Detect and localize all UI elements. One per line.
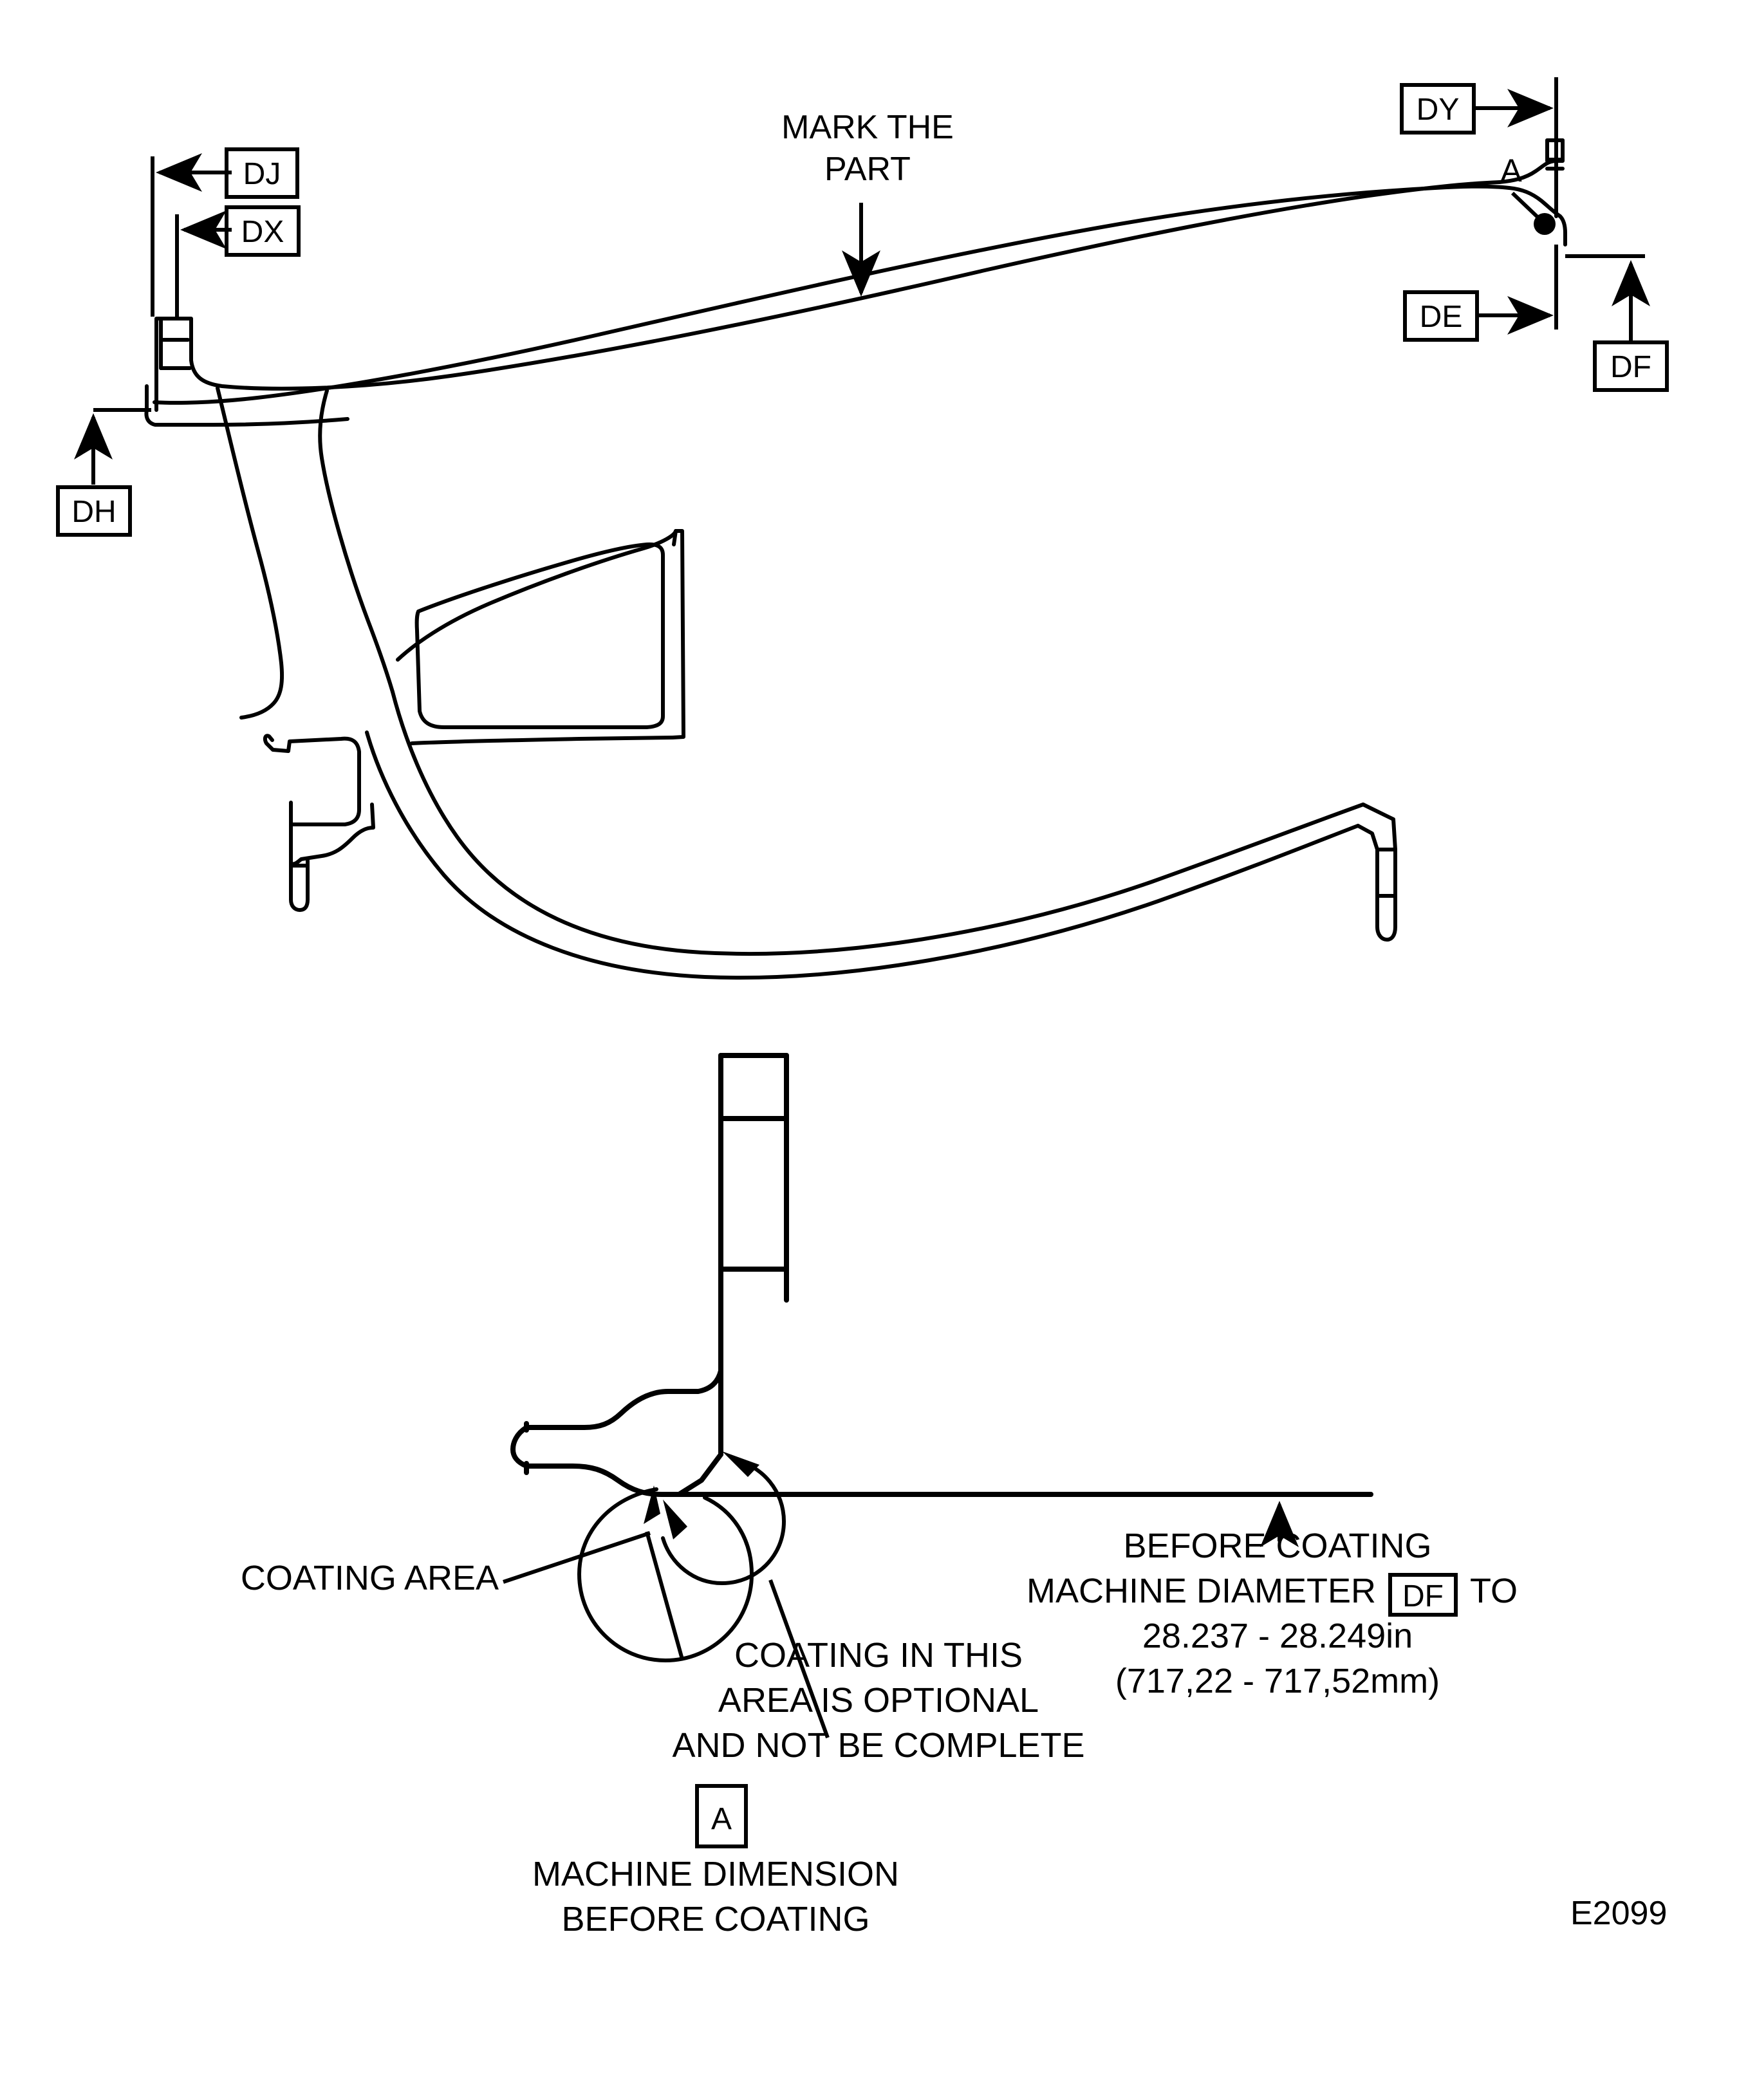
detail-caption-line2: BEFORE COATING [561,1900,869,1938]
before-coating-line2-pre: MACHINE DIAMETER [1027,1572,1376,1610]
mark-the-part-note: MARK THE PART [781,109,954,297]
flag-label-DJ: DJ [243,157,281,191]
flag-label-DX: DX [241,215,284,249]
part-outer-skin [144,180,1511,427]
before-coating-line2-post: TO [1470,1572,1518,1610]
flag-label-detail-A: A [711,1802,732,1836]
flag-box-DF-inline [1388,1573,1458,1617]
detail-rim-post [718,1053,789,1325]
detail-view-A: COATING AREA COATING IN THIS AREA IS OPT… [241,1053,1518,1938]
flag-box-DF [1593,340,1669,392]
dimension-DH: DH [56,408,151,537]
before-coating-line1: BEFORE COATING [1123,1527,1431,1565]
detail-caption-line1: MACHINE DIMENSION [532,1855,899,1893]
coating-area-circle [577,1485,754,1662]
before-coating-line4: (717,22 - 717,52mm) [1115,1662,1440,1700]
flag-box-DY [1400,83,1476,135]
detail-datum-line [676,1452,1373,1497]
flag-box-DH [56,485,132,537]
dimension-DJ: DJ [151,147,299,317]
mark-the-part-line2: PART [824,151,911,188]
part-inner-cell [396,529,685,745]
datum-A-label: A [1500,153,1522,189]
optional-note-line2: AREA IS OPTIONAL [718,1681,1039,1720]
flag-label-DY: DY [1417,93,1460,127]
mark-the-part-line1: MARK THE [781,109,954,146]
flag-box-DJ [225,147,299,199]
flag-label-DH: DH [71,495,116,529]
flag-box-detail-A [695,1784,748,1848]
before-coating-line3: 28.237 - 28.249in [1142,1617,1413,1655]
dimension-DY: DY [1400,77,1558,140]
flag-box-DE [1403,290,1479,342]
part-lower-wall [365,690,1397,980]
optional-coating-leader [768,1579,830,1739]
part-hub-flange [263,734,375,912]
flag-label-DF-inline: DF [1402,1579,1444,1613]
dimension-DF: DF [1565,254,1669,392]
datum-A-callout: A [1500,153,1541,221]
dimension-DE: DE [1403,245,1558,342]
detail-horizontal-arm [510,1267,723,1497]
dimension-DX: DX [175,205,301,317]
optional-note-line1: COATING IN THIS [734,1636,1023,1675]
flag-box-DX [225,205,301,257]
main-section-view: DJ DX DH DY [56,77,1669,980]
part-central-rib [216,386,395,720]
optional-note-line3: AND NOT BE COMPLETE [672,1726,1084,1765]
coating-area-label: COATING AREA [241,1559,499,1597]
figure-id-label: E2099 [1570,1895,1667,1932]
flag-label-DF: DF [1610,350,1651,384]
coating-area-leader [645,1531,684,1660]
flag-label-DE: DE [1420,300,1463,334]
optional-coating-circle [661,1451,786,1585]
